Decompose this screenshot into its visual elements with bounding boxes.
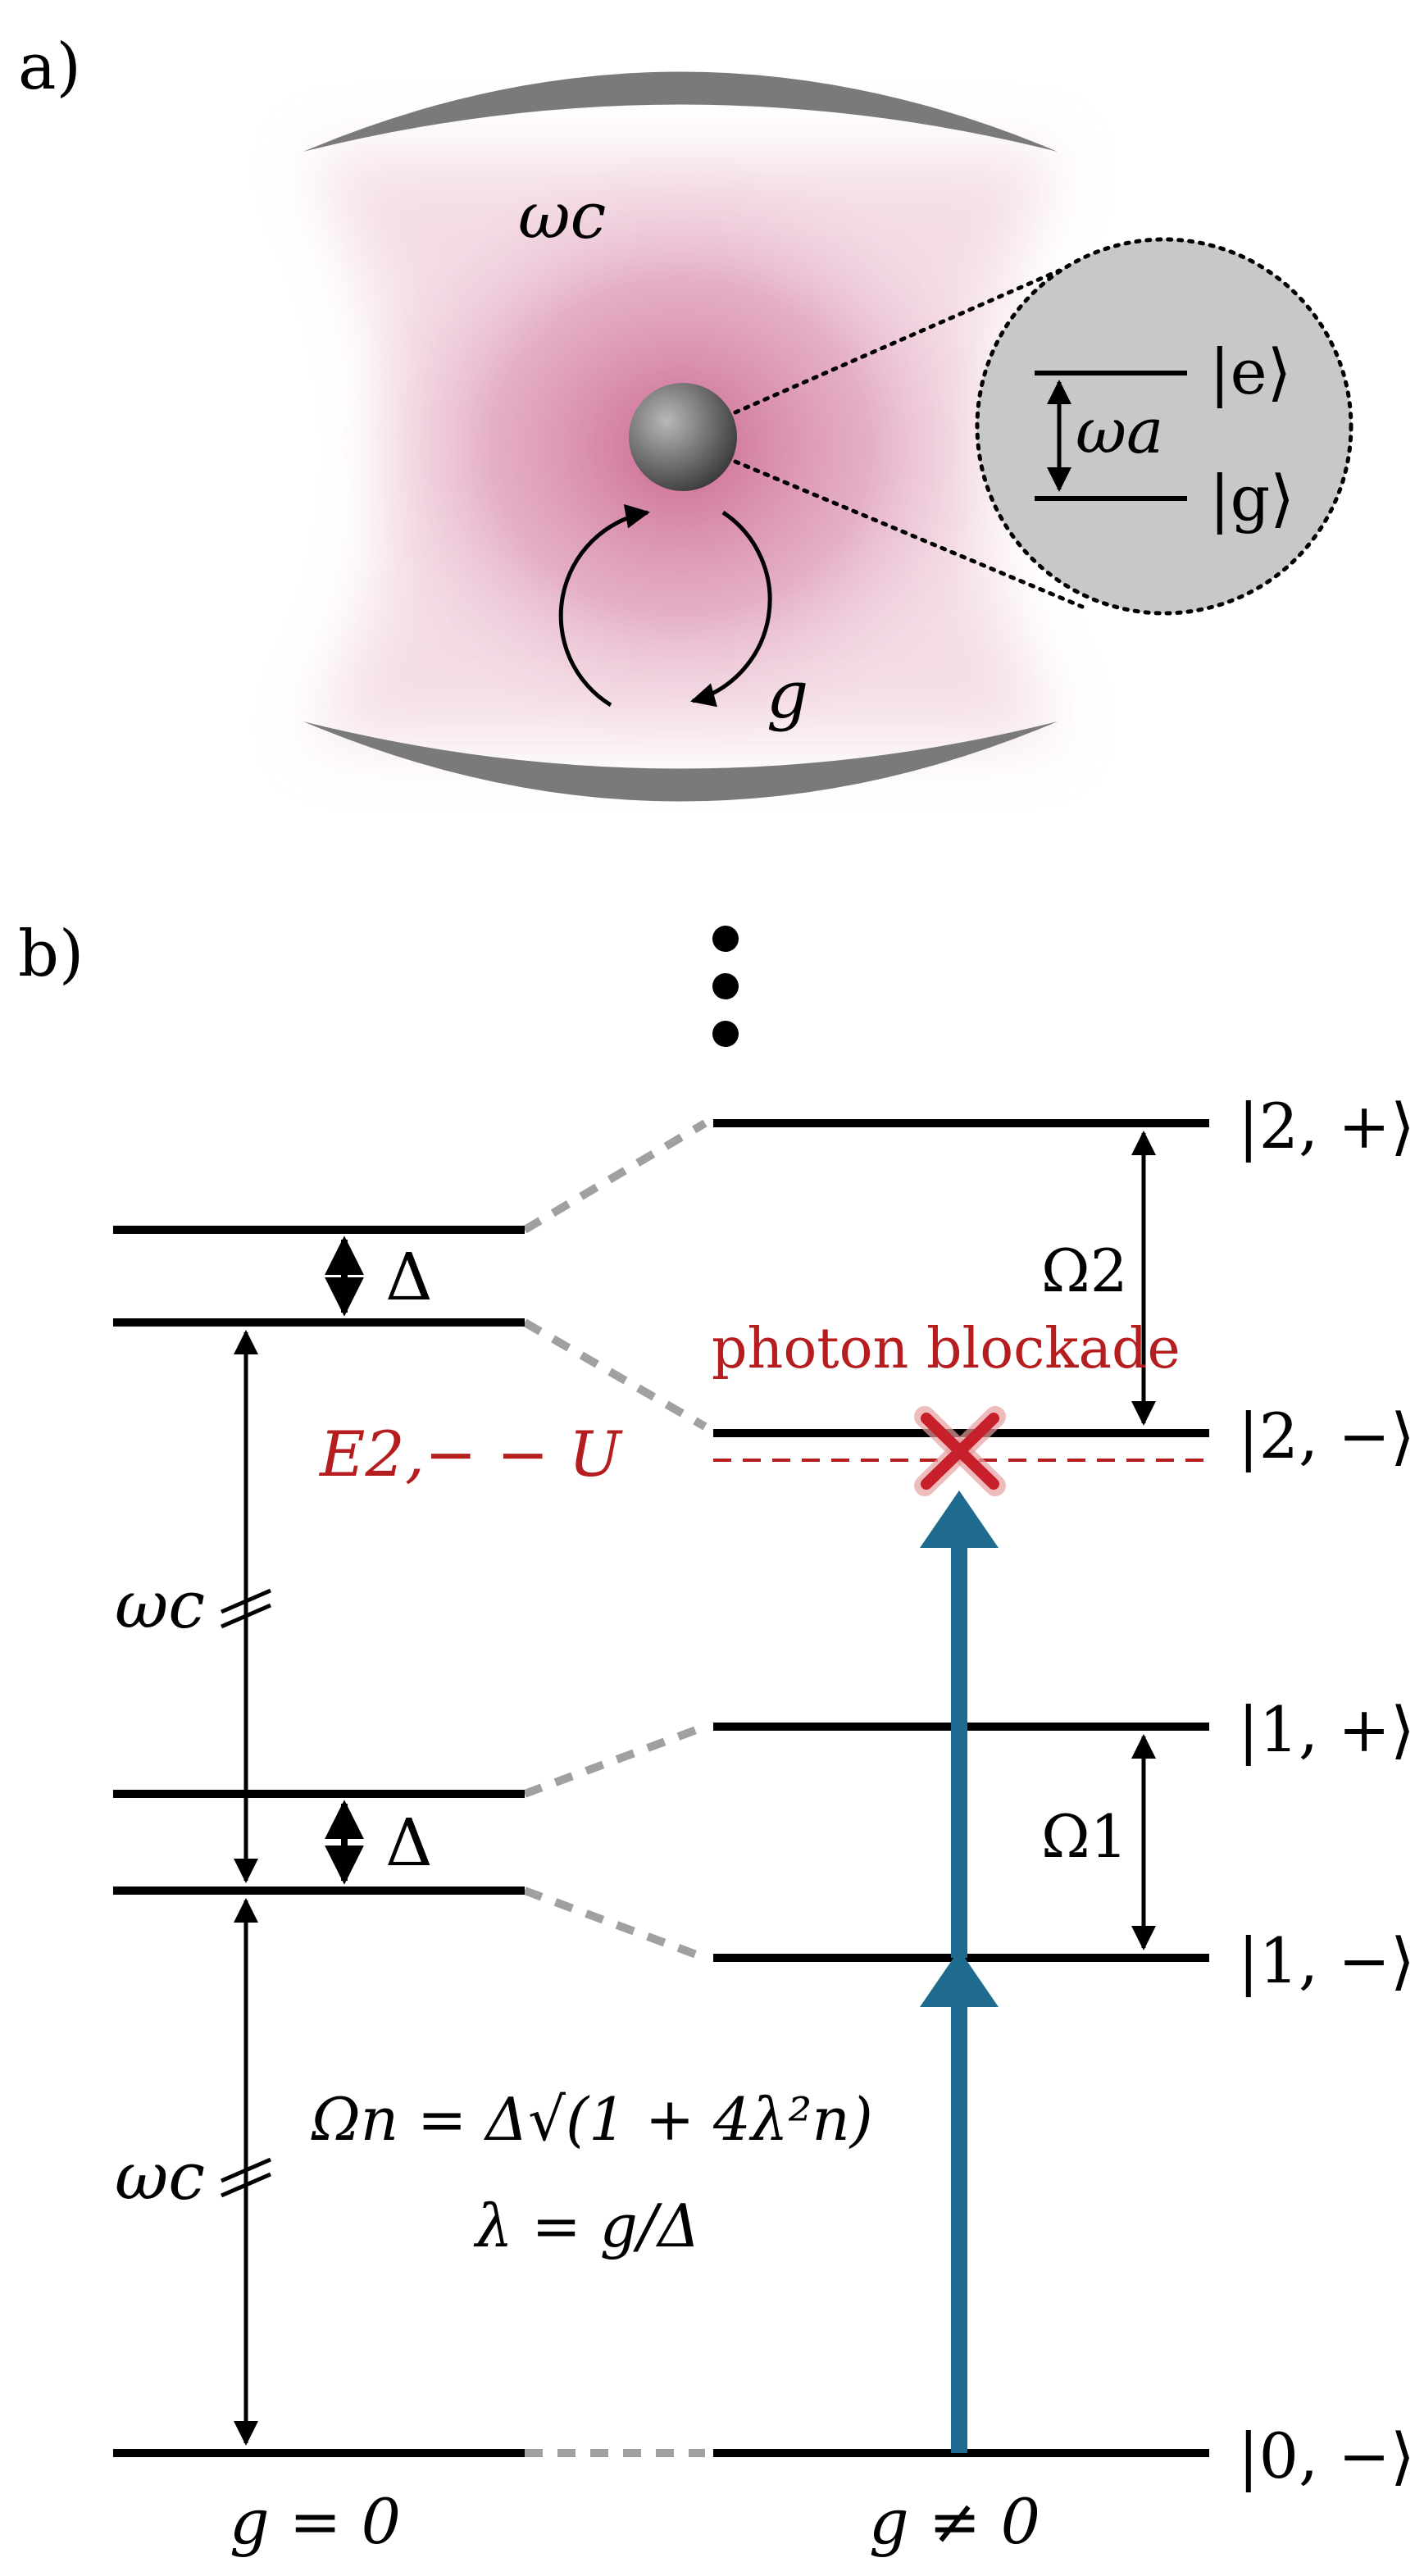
ellipsis-dots [712, 926, 739, 1047]
atom-frequency-label: ωa [1076, 394, 1163, 467]
panel-b-label: b) [18, 917, 84, 991]
lambda-formula: λ = g/Δ [473, 2191, 700, 2260]
state-1-minus-label: |1, −⟩ [1238, 1924, 1415, 1997]
uncoupled-levels [113, 1226, 525, 2457]
state-2-minus-label: |2, −⟩ [1238, 1400, 1415, 1472]
delta-label-lower: Δ [385, 1805, 433, 1881]
cavity-frequency-upper-label: ωc [115, 1567, 205, 1643]
panel-a-label: a) [18, 30, 81, 104]
cavity-spacing-arrow-upper [221, 1330, 271, 1883]
blockade-energy-label: E2,− − U [318, 1418, 624, 1491]
state-2-plus-label: |2, +⟩ [1238, 1090, 1415, 1163]
state-0-minus-label: |0, −⟩ [1238, 2419, 1415, 2492]
ground-state-label: |g⟩ [1209, 462, 1294, 535]
coupling-arrow-left [558, 503, 650, 708]
excited-state-label: |e⟩ [1209, 335, 1291, 408]
atom [629, 383, 737, 491]
photon-blockade-label: photon blockade [712, 1317, 1181, 1381]
bottom-mirror [303, 721, 1058, 802]
delta-label-upper: Δ [385, 1239, 433, 1315]
panel-a: a) ωc ωa |e⟩ |g⟩ g [18, 30, 1353, 802]
coupling-label: g [767, 657, 808, 733]
cavity-frequency-label: ωc [518, 180, 606, 253]
omega2-label: Ω2 [1041, 1236, 1128, 1305]
uncoupled-caption: g = 0 [230, 2485, 401, 2558]
cavity-spacing-arrow-lower [221, 1898, 271, 2446]
coupled-caption: g ≠ 0 [869, 2485, 1040, 2558]
zoom-line-lower [733, 459, 1085, 609]
coupling-arrow-right [690, 510, 772, 708]
omega-n-formula: Ωn = Δ√(1 + 4λ²n) [311, 2085, 873, 2154]
drive-transitions [920, 1491, 999, 2453]
cavity-frequency-lower-label: ωc [115, 2138, 205, 2214]
drive-arrow-1-head [920, 1950, 999, 2007]
omega1-label: Ω1 [1041, 1802, 1128, 1871]
top-mirror [303, 71, 1058, 152]
panel-b: b) Δ Δ [18, 917, 1415, 2558]
drive-arrow-2-head [920, 1491, 999, 1548]
drive-arrow-1-shaft [951, 2000, 967, 2453]
atom-level-inset: ωa |e⟩ |g⟩ [975, 237, 1353, 616]
state-1-plus-label: |1, +⟩ [1238, 1693, 1415, 1766]
level-connectors [522, 1119, 707, 2457]
drive-arrow-2-shaft [951, 1541, 967, 1958]
blockade-cross-icon [914, 1406, 1006, 1496]
